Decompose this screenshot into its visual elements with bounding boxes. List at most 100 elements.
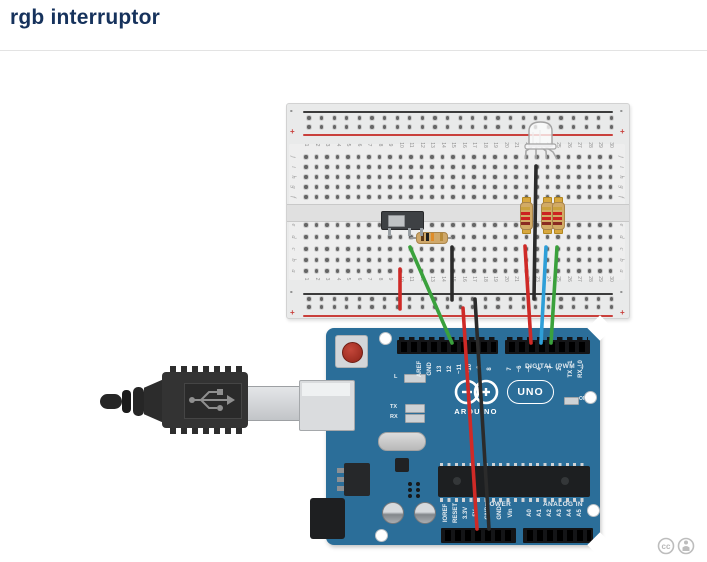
breadboard-hole[interactable] bbox=[382, 116, 387, 120]
breadboard-hole[interactable] bbox=[307, 297, 311, 301]
breadboard-hole[interactable] bbox=[319, 125, 324, 129]
breadboard-hole[interactable] bbox=[535, 235, 539, 239]
breadboard-hole[interactable] bbox=[556, 165, 560, 169]
breadboard-hole[interactable] bbox=[482, 185, 487, 189]
breadboard-hole[interactable] bbox=[346, 165, 350, 169]
breadboard-hole[interactable] bbox=[367, 247, 371, 251]
breadboard-hole[interactable] bbox=[346, 247, 350, 251]
breadboard-hole[interactable] bbox=[566, 175, 571, 179]
breadboard-hole[interactable] bbox=[356, 165, 361, 169]
breadboard-hole[interactable] bbox=[556, 155, 560, 159]
breadboard-hole[interactable] bbox=[608, 247, 613, 251]
breadboard-hole[interactable] bbox=[398, 258, 403, 262]
breadboard-hole[interactable] bbox=[598, 247, 602, 251]
capacitor-electrolytic[interactable] bbox=[414, 502, 436, 524]
breadboard-hole[interactable] bbox=[535, 185, 539, 189]
breadboard-hole[interactable] bbox=[521, 116, 525, 120]
breadboard-hole[interactable] bbox=[307, 125, 311, 129]
breadboard-hole[interactable] bbox=[598, 223, 602, 227]
breadboard-hole[interactable] bbox=[503, 247, 508, 251]
breadboard-hole[interactable] bbox=[346, 258, 350, 262]
breadboard-hole[interactable] bbox=[314, 155, 319, 159]
breadboard-hole[interactable] bbox=[419, 195, 424, 199]
breadboard-hole[interactable] bbox=[440, 195, 445, 199]
breadboard-hole[interactable] bbox=[356, 235, 361, 239]
breadboard-hole[interactable] bbox=[332, 305, 336, 309]
breadboard-hole[interactable] bbox=[367, 258, 371, 262]
usb-b-socket[interactable] bbox=[299, 380, 355, 431]
breadboard-hole[interactable] bbox=[367, 223, 371, 227]
usb-cable-tip[interactable] bbox=[100, 394, 122, 409]
breadboard-hole[interactable] bbox=[458, 297, 462, 301]
breadboard-hole[interactable] bbox=[524, 258, 529, 262]
breadboard-hole[interactable] bbox=[346, 195, 350, 199]
breadboard-hole[interactable] bbox=[587, 155, 592, 159]
breadboard-hole[interactable] bbox=[398, 165, 403, 169]
breadboard-hole[interactable] bbox=[598, 269, 602, 273]
breadboard-hole[interactable] bbox=[534, 116, 538, 120]
breadboard-hole[interactable] bbox=[514, 223, 518, 227]
analog-header[interactable] bbox=[523, 528, 593, 543]
breadboard-hole[interactable] bbox=[325, 155, 329, 159]
breadboard-hole[interactable] bbox=[357, 305, 362, 309]
breadboard-hole[interactable] bbox=[556, 185, 560, 189]
digital-header-left[interactable] bbox=[397, 340, 498, 354]
breadboard-hole[interactable] bbox=[571, 305, 576, 309]
barrel-jack[interactable] bbox=[310, 498, 345, 539]
breadboard-hole[interactable] bbox=[471, 116, 475, 120]
breadboard-hole[interactable] bbox=[493, 165, 497, 169]
breadboard-hole[interactable] bbox=[471, 305, 475, 309]
breadboard-hole[interactable] bbox=[472, 155, 476, 159]
breadboard-hole[interactable] bbox=[524, 165, 529, 169]
breadboard-hole[interactable] bbox=[451, 195, 455, 199]
breadboard-hole[interactable] bbox=[493, 155, 497, 159]
breadboard-hole[interactable] bbox=[493, 175, 497, 179]
breadboard-hole[interactable] bbox=[440, 155, 445, 159]
reset-button[interactable] bbox=[335, 335, 368, 368]
breadboard-hole[interactable] bbox=[304, 235, 308, 239]
breadboard-hole[interactable] bbox=[367, 175, 371, 179]
breadboard-hole[interactable] bbox=[335, 247, 340, 251]
reset-button-cap[interactable] bbox=[342, 342, 363, 363]
breadboard-hole[interactable] bbox=[598, 165, 602, 169]
breadboard-hole[interactable] bbox=[314, 269, 319, 273]
breadboard-hole[interactable] bbox=[608, 185, 613, 189]
breadboard-hole[interactable] bbox=[356, 223, 361, 227]
breadboard-hole[interactable] bbox=[597, 125, 601, 129]
breadboard-hole[interactable] bbox=[587, 235, 592, 239]
breadboard-hole[interactable] bbox=[335, 195, 340, 199]
breadboard-hole[interactable] bbox=[430, 185, 434, 189]
breadboard-hole[interactable] bbox=[535, 165, 539, 169]
breadboard-hole[interactable] bbox=[430, 155, 434, 159]
breadboard-hole[interactable] bbox=[388, 185, 392, 189]
breadboard-hole[interactable] bbox=[514, 185, 518, 189]
breadboard-hole[interactable] bbox=[483, 297, 488, 301]
breadboard-hole[interactable] bbox=[534, 125, 538, 129]
breadboard-hole[interactable] bbox=[608, 223, 613, 227]
breadboard-hole[interactable] bbox=[314, 223, 319, 227]
breadboard-hole[interactable] bbox=[566, 235, 571, 239]
breadboard-hole[interactable] bbox=[482, 258, 487, 262]
breadboard-hole[interactable] bbox=[483, 116, 488, 120]
breadboard-hole[interactable] bbox=[451, 223, 455, 227]
breadboard-hole[interactable] bbox=[472, 269, 476, 273]
breadboard-hole[interactable] bbox=[472, 165, 476, 169]
breadboard-hole[interactable] bbox=[314, 247, 319, 251]
breadboard-hole[interactable] bbox=[584, 297, 588, 301]
breadboard-hole[interactable] bbox=[472, 195, 476, 199]
breadboard-hole[interactable] bbox=[395, 116, 399, 120]
breadboard-hole[interactable] bbox=[335, 155, 340, 159]
breadboard-hole[interactable] bbox=[345, 125, 349, 129]
breadboard-hole[interactable] bbox=[314, 235, 319, 239]
breadboard-hole[interactable] bbox=[419, 247, 424, 251]
breadboard-hole[interactable] bbox=[571, 297, 576, 301]
breadboard-hole[interactable] bbox=[524, 155, 529, 159]
breadboard-hole[interactable] bbox=[503, 175, 508, 179]
breadboard-hole[interactable] bbox=[451, 175, 455, 179]
breadboard-hole[interactable] bbox=[546, 116, 551, 120]
breadboard-hole[interactable] bbox=[451, 235, 455, 239]
breadboard-hole[interactable] bbox=[577, 195, 581, 199]
breadboard-hole[interactable] bbox=[608, 258, 613, 262]
breadboard-hole[interactable] bbox=[556, 235, 560, 239]
breadboard-hole[interactable] bbox=[377, 175, 382, 179]
